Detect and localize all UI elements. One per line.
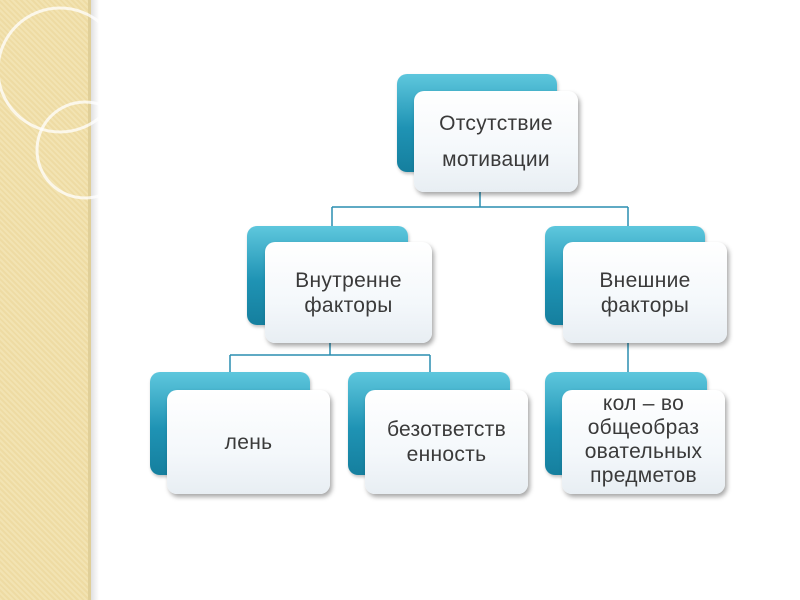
node-laziness-label: лень [225,430,273,455]
node-internal-factors-label: Внутренне факторы [295,268,402,318]
node-root-label: Отсутствие мотивации [439,106,553,178]
node-subjects-count-label: кол – во общеобраз овательных предметов [585,392,703,488]
connector-internal-to-children [230,343,430,372]
node-external-factors-label: Внешние факторы [599,268,690,318]
connector-root-to-level2 [332,192,628,226]
node-irresponsibility-label: безответств енность [387,417,506,467]
